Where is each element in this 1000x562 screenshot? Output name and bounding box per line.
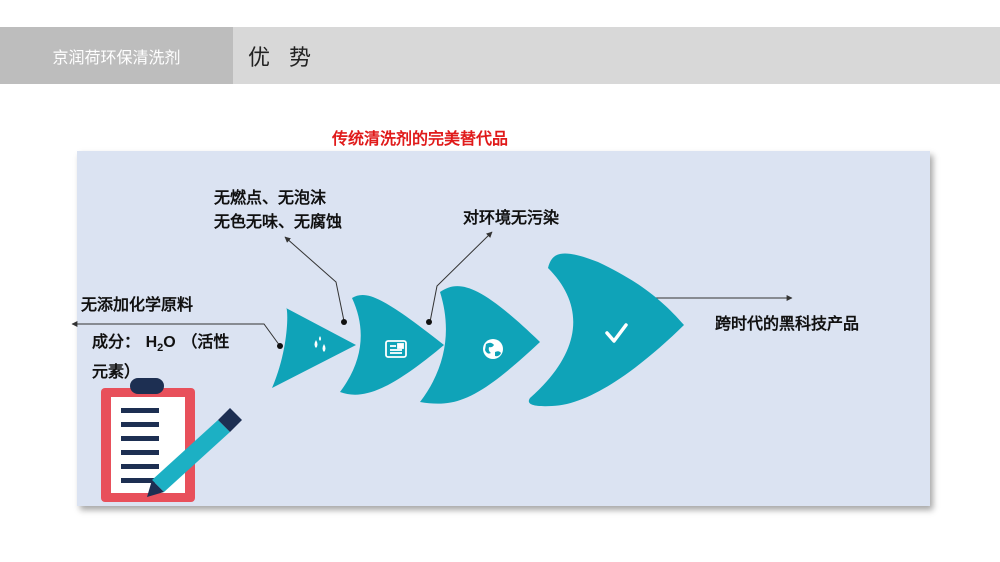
brand-label: 京润荷环保清洗剂 bbox=[0, 27, 233, 84]
header-bar: 京润荷环保清洗剂 优 势 bbox=[0, 27, 1000, 84]
chevron-step-2 bbox=[340, 295, 444, 395]
step4-label: 跨时代的黑科技产品 bbox=[715, 314, 860, 333]
step2-label: 无燃点、无泡沫 无色无味、无腐蚀 bbox=[214, 188, 343, 231]
section-title: 优 势 bbox=[248, 45, 317, 71]
chevron-step-3 bbox=[420, 286, 540, 404]
checkmark-icon bbox=[605, 323, 628, 343]
pen-icon bbox=[147, 408, 242, 497]
newspaper-icon bbox=[385, 340, 407, 358]
globe-icon bbox=[483, 339, 503, 359]
slide-title: 传统清洗剂的完美替代品 bbox=[331, 129, 508, 148]
water-formula: H2O bbox=[145, 334, 176, 355]
chevron-step-1 bbox=[272, 307, 356, 388]
clipboard-clip bbox=[130, 378, 164, 394]
connector-step2 bbox=[284, 236, 345, 322]
connector-dot-3 bbox=[426, 319, 432, 325]
connector-dot-2 bbox=[341, 319, 347, 325]
chevron-step-4 bbox=[528, 253, 684, 407]
ingredient-label: 成分： H2O （活性 元素） bbox=[92, 332, 230, 382]
water-drops-icon bbox=[314, 336, 326, 352]
step3-label: 对环境无污染 bbox=[463, 208, 560, 227]
connector-step3 bbox=[429, 231, 493, 323]
step1-label: 无添加化学原料 bbox=[81, 295, 194, 314]
connector-dot-1 bbox=[277, 343, 283, 349]
connector-lines bbox=[71, 231, 793, 347]
clipboard-illustration bbox=[101, 378, 242, 502]
connector-step1 bbox=[71, 321, 281, 347]
